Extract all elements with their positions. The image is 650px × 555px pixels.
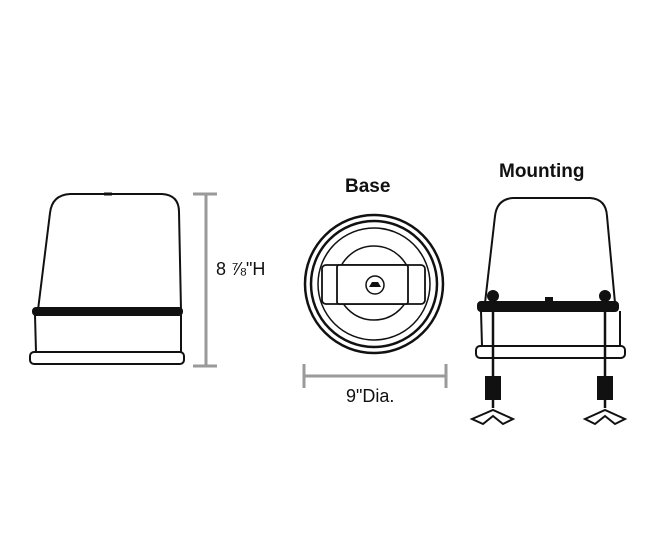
base-title: Base	[345, 176, 391, 197]
wing-nut-icon	[582, 408, 628, 426]
base-outer-ring	[303, 213, 445, 355]
base-body	[34, 314, 182, 353]
mounting-bolt-icon	[485, 290, 501, 408]
diameter-label: 9"Dia.	[346, 386, 395, 406]
dome-outline	[37, 193, 182, 311]
mounting-bolt-icon	[597, 290, 613, 408]
base-view	[303, 213, 445, 355]
beacon-light-icon	[369, 282, 381, 287]
center-tab	[545, 297, 553, 304]
mounting-base-body	[480, 310, 621, 347]
seal-band	[32, 307, 183, 316]
mounting-view	[469, 197, 628, 426]
diameter-dimension-line	[302, 364, 448, 388]
base-middle-ring	[309, 219, 439, 349]
mounting-title: Mounting	[499, 161, 585, 182]
wing-nut-icon	[469, 408, 516, 426]
mounting-base-ring	[475, 345, 626, 359]
side-view	[29, 192, 185, 365]
base-inner-ring	[317, 227, 431, 341]
height-label: 8 ⅞"H	[216, 259, 266, 279]
base-ring	[29, 351, 185, 365]
mounting-dome-outline	[484, 197, 616, 304]
height-dimension-line	[193, 192, 217, 368]
